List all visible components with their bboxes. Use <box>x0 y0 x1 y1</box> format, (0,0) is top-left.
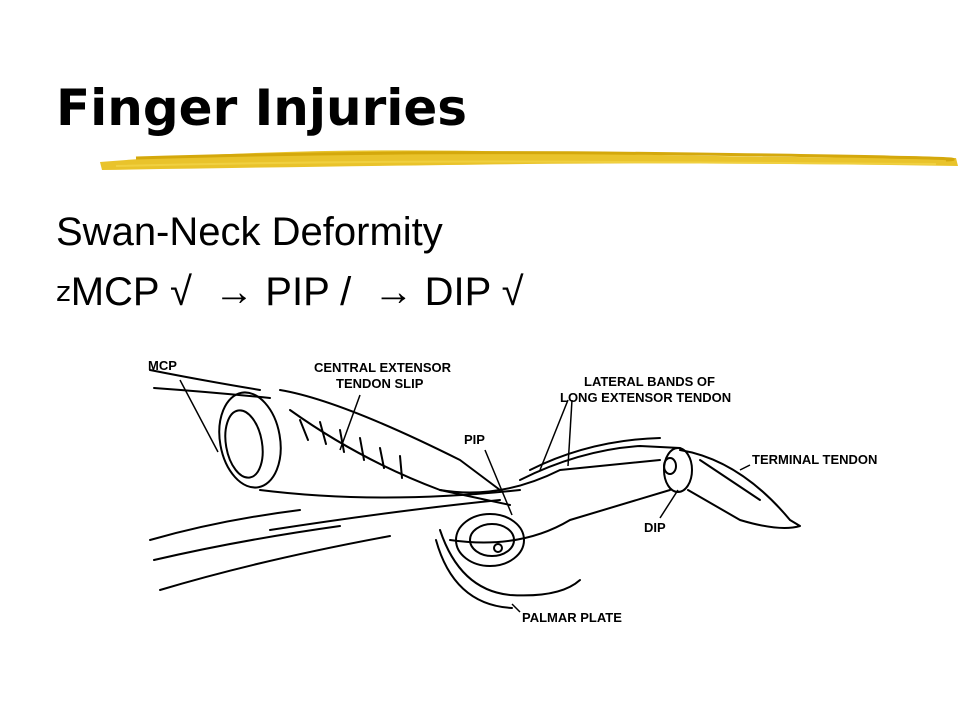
figure-labels: MCP CENTRAL EXTENSOR TENDON SLIP LATERAL… <box>148 358 877 625</box>
label-central-extensor-2: TENDON SLIP <box>336 376 424 391</box>
slide-title: Finger Injuries <box>56 79 468 137</box>
label-terminal-tendon: TERMINAL TENDON <box>752 452 877 467</box>
finger-anatomy-diagram: MCP CENTRAL EXTENSOR TENDON SLIP LATERAL… <box>148 358 877 625</box>
label-palmar-plate: PALMAR PLATE <box>522 610 622 625</box>
subtitle: Swan-Neck Deformity <box>56 210 443 254</box>
bullet-marker: z <box>56 275 71 308</box>
label-central-extensor-1: CENTRAL EXTENSOR <box>314 360 452 375</box>
label-pip: PIP <box>464 432 485 447</box>
label-lateral-bands-2: LONG EXTENSOR TENDON <box>560 390 731 405</box>
bullet-item: zMCP √ → PIP / → DIP √ <box>56 268 524 316</box>
label-mcp: MCP <box>148 358 177 373</box>
leader-lines <box>179 379 751 613</box>
title-underline-brush <box>100 150 958 170</box>
bullet-text: MCP √ → PIP / → DIP √ <box>70 270 524 314</box>
finger-drawing <box>149 369 801 609</box>
label-lateral-bands-1: LATERAL BANDS OF <box>584 374 715 389</box>
label-dip: DIP <box>644 520 666 535</box>
